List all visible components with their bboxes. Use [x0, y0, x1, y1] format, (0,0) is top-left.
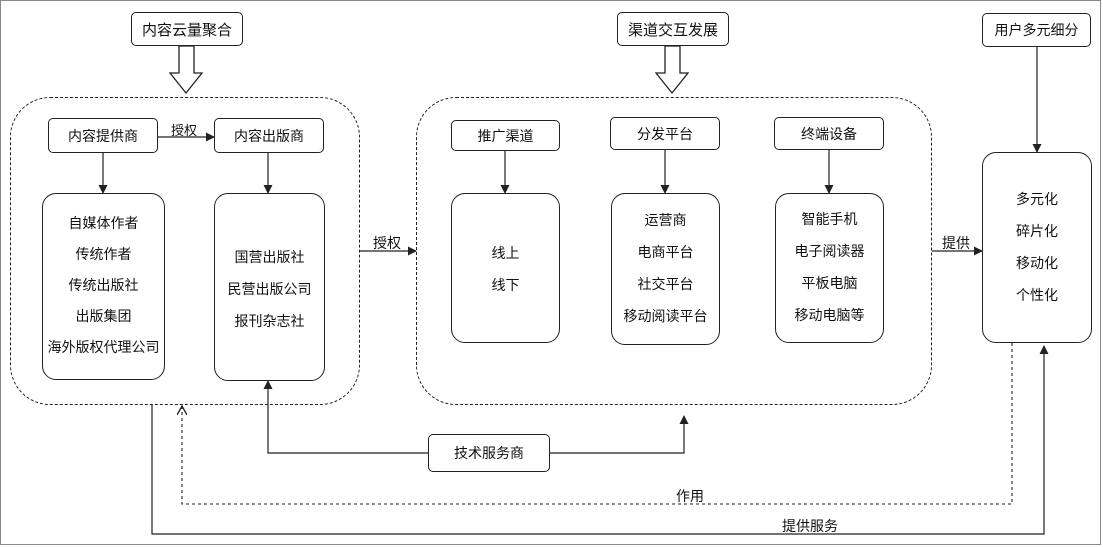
- provider-item: 传统作者: [75, 247, 132, 263]
- distribution-list-box: 运营商 电商平台 社交平台 移动阅读平台: [611, 193, 720, 345]
- provider-item: 海外版权代理公司: [47, 340, 160, 356]
- promotion-item: 线上: [491, 246, 520, 262]
- label-channel-development: 渠道交互发展: [617, 12, 729, 46]
- arrow-effect-feedback: [182, 343, 1013, 505]
- content-group: [10, 97, 360, 405]
- distribution-item: 社交平台: [637, 277, 694, 293]
- user-trait: 多元化: [1016, 191, 1058, 208]
- distribution-item: 运营商: [644, 213, 687, 229]
- terminal-item: 智能手机: [801, 212, 858, 228]
- terminal-list-box: 智能手机 电子阅读器 平板电脑 移动电脑等: [775, 193, 884, 343]
- provide-service-edge-label: 提供服务: [782, 519, 838, 535]
- terminal-item: 平板电脑: [801, 276, 858, 292]
- promotion-channel-box: 推广渠道: [451, 120, 560, 151]
- terminal-item: 电子阅读器: [794, 244, 865, 260]
- distribution-item: 移动阅读平台: [623, 309, 708, 325]
- channel-group: [416, 97, 932, 405]
- content-provider-box: 内容提供商: [48, 118, 158, 153]
- hollow-arrow-channel: [654, 45, 690, 95]
- terminal-device-box: 终端设备: [774, 117, 884, 150]
- effect-edge-label: 作用: [676, 489, 704, 505]
- user-traits-box: 多元化 碎片化 移动化 个性化: [982, 152, 1092, 343]
- hollow-arrow-content: [168, 45, 204, 95]
- authorize-edge-label: 授权: [373, 236, 401, 252]
- promotion-item: 线下: [491, 278, 520, 294]
- user-trait: 移动化: [1016, 255, 1058, 272]
- publisher-item: 民营出版公司: [227, 282, 312, 298]
- provide-edge-label: 提供: [942, 236, 970, 252]
- publisher-item: 报刊杂志社: [234, 314, 305, 330]
- distribution-item: 电商平台: [637, 245, 694, 261]
- publisher-item: 国营出版社: [234, 250, 305, 266]
- provider-item: 传统出版社: [68, 278, 139, 294]
- provider-item: 自媒体作者: [68, 216, 139, 232]
- arrow-provide-service: [151, 345, 1049, 535]
- content-publisher-box: 内容出版商: [214, 118, 324, 153]
- publisher-list-box: 国营出版社 民营出版公司 报刊杂志社: [214, 193, 325, 381]
- label-content-aggregation: 内容云量聚合: [131, 12, 243, 46]
- arrow-tech-to-publisher: [263, 380, 428, 454]
- label-user-segmentation: 用户多元细分: [982, 13, 1091, 47]
- distribution-platform-box: 分发平台: [610, 117, 720, 150]
- user-trait: 碎片化: [1016, 223, 1058, 240]
- promotion-list-box: 线上 线下: [451, 193, 560, 343]
- arrow-tech-to-channel: [550, 415, 689, 454]
- user-trait: 个性化: [1016, 287, 1058, 304]
- authorize-label-inner: 授权: [171, 124, 198, 139]
- tech-service-provider-box: 技术服务商: [428, 434, 550, 472]
- terminal-item: 移动电脑等: [794, 308, 865, 324]
- provider-list-box: 自媒体作者 传统作者 传统出版社 出版集团 海外版权代理公司: [42, 193, 165, 380]
- provider-item: 出版集团: [75, 309, 132, 325]
